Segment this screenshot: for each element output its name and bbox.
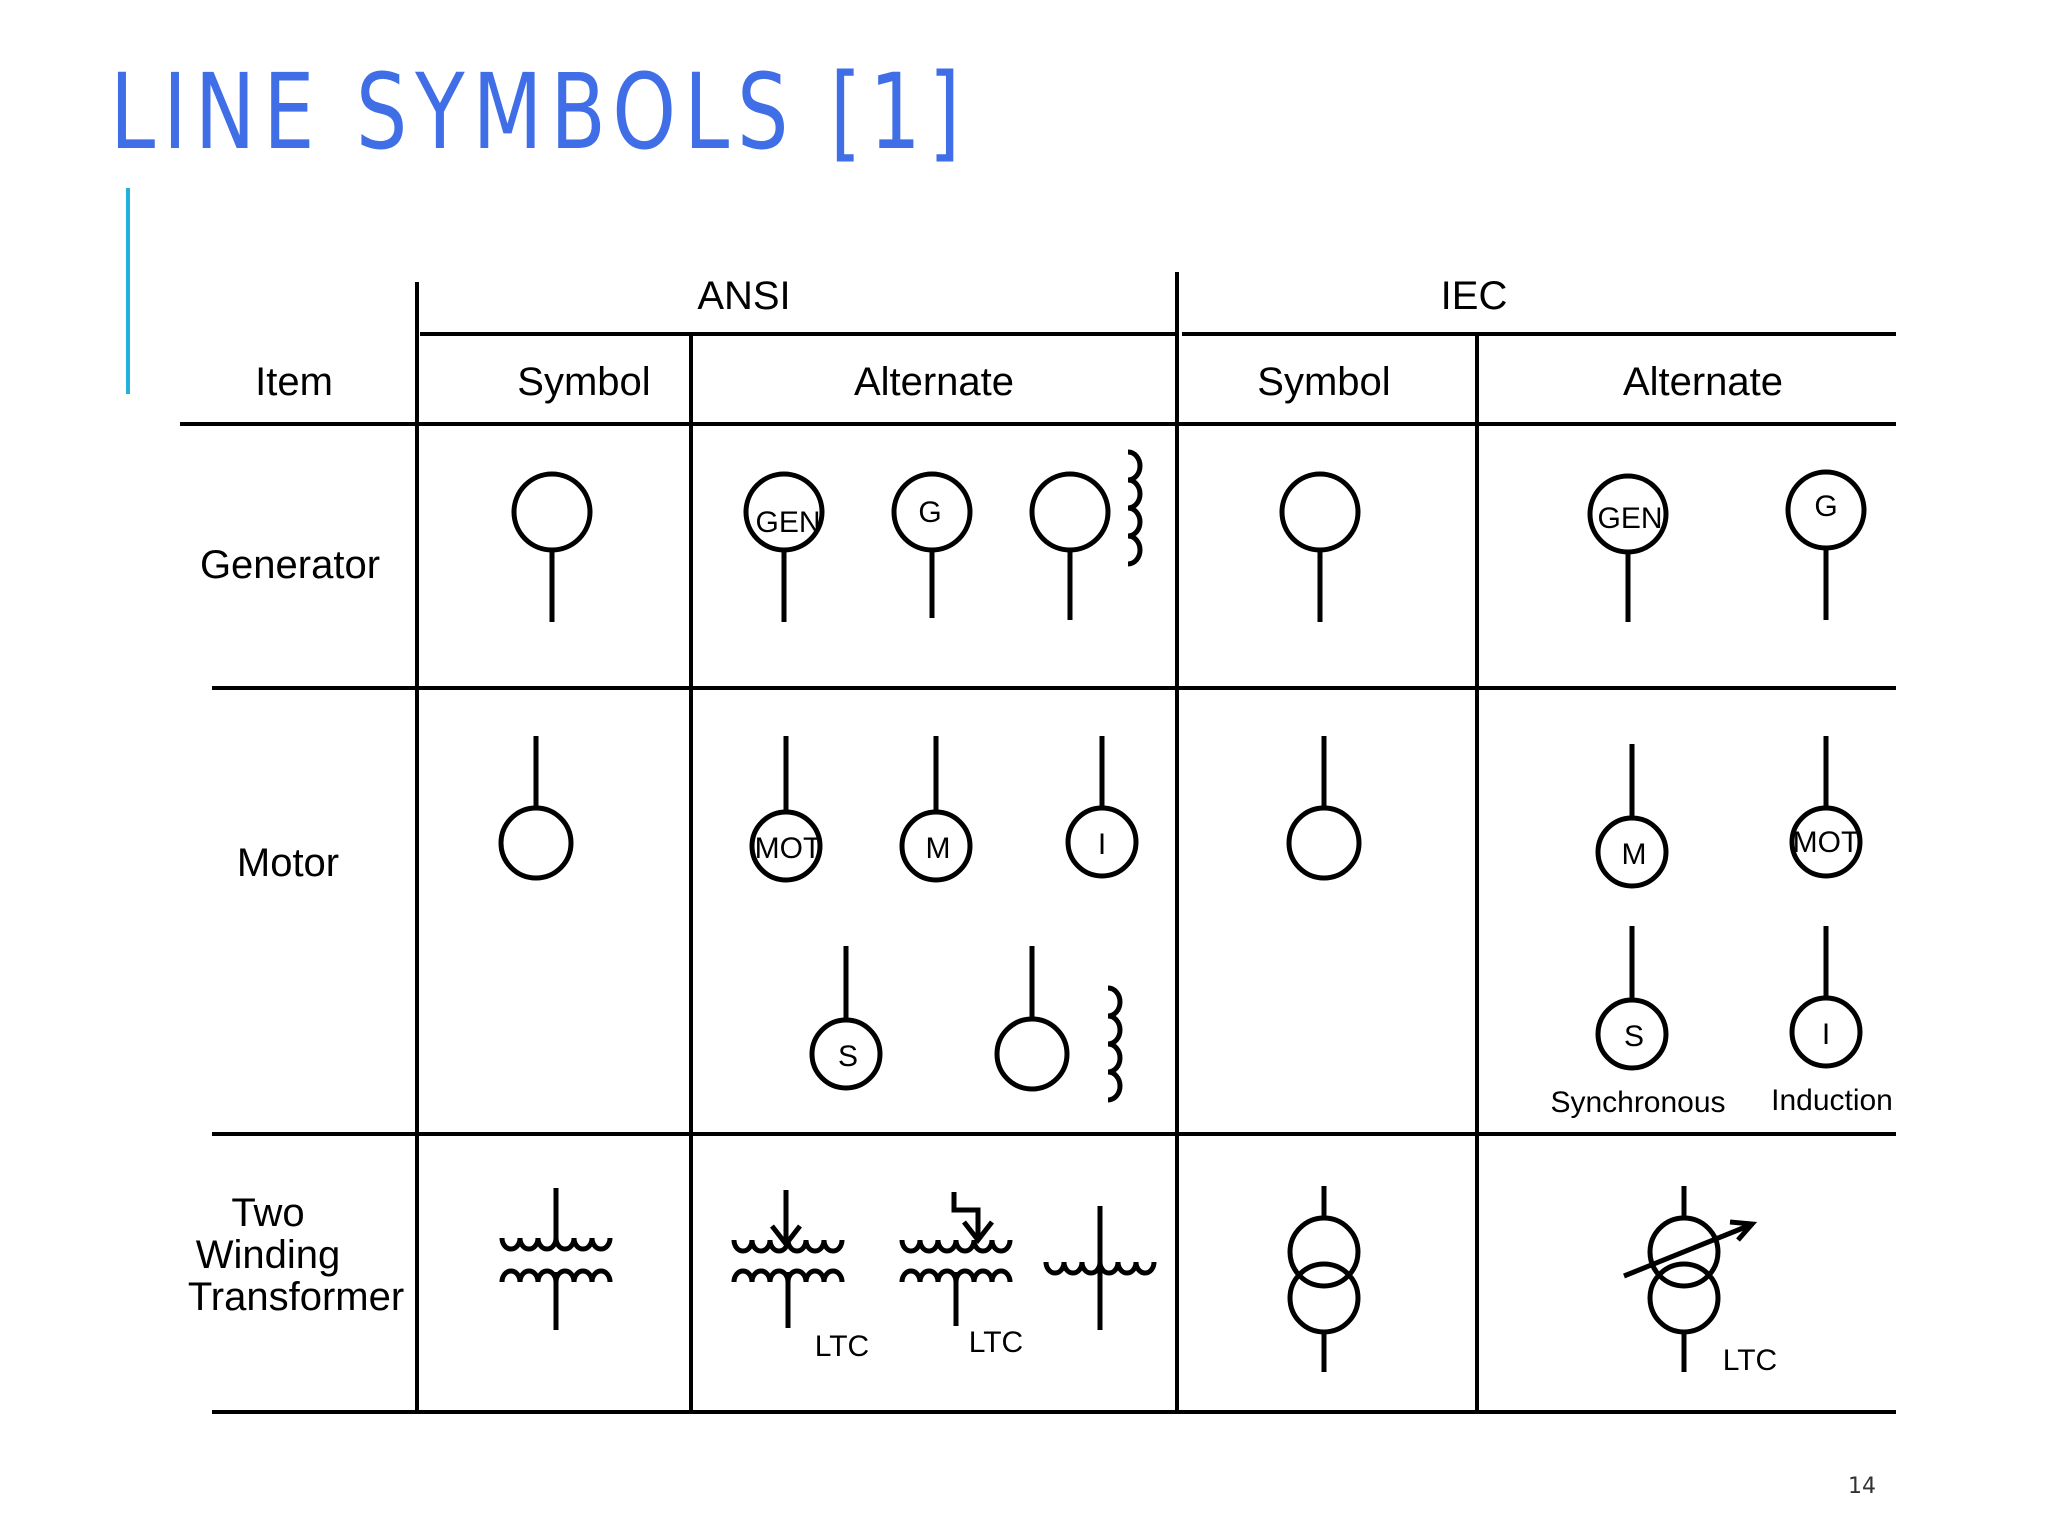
label-g-ansi: G xyxy=(918,496,941,529)
label-m-ansi: M xyxy=(926,832,951,865)
motor-iec-alt-m xyxy=(1595,744,1669,889)
motor-ansi-alt-i xyxy=(1065,736,1139,879)
generator-ansi-alt-gen xyxy=(743,471,825,622)
label-i-ansi: I xyxy=(1098,828,1106,861)
transformer-ansi-alt-ltc-2 xyxy=(899,1192,1013,1326)
item-column-header: Item xyxy=(255,360,333,404)
transformer-ansi-alt-single xyxy=(1043,1206,1157,1330)
row-label-generator: Generator xyxy=(200,543,380,587)
row-label-motor: Motor xyxy=(237,841,339,885)
row-label-transformer-line3: Transformer xyxy=(188,1275,404,1319)
generator-ansi-alt-coil xyxy=(1029,449,1143,620)
transformer-ansi-symbol xyxy=(499,1188,613,1330)
transformer-iec-alt-ltc xyxy=(1623,1186,1758,1372)
row-label-transformer-line1: Two xyxy=(231,1191,304,1235)
ansi-header: ANSI xyxy=(697,274,790,318)
motor-iec-alt-s xyxy=(1595,926,1669,1071)
motor-ansi-alt-mot xyxy=(749,736,823,883)
table-grid xyxy=(180,272,1896,1414)
label-synchronous: Synchronous xyxy=(1550,1086,1725,1119)
generator-ansi-symbol xyxy=(511,471,593,622)
motor-iec-alt-i xyxy=(1789,926,1863,1069)
transformer-iec-symbol xyxy=(1287,1186,1361,1372)
iec-alternate-column-header: Alternate xyxy=(1623,360,1783,404)
generator-ansi-alt-g xyxy=(891,471,973,618)
label-m-iec: M xyxy=(1622,838,1647,871)
label-gen-ansi: GEN xyxy=(755,506,820,539)
ansi-symbol-column-header: Symbol xyxy=(517,360,650,404)
ansi-alternate-column-header: Alternate xyxy=(854,360,1014,404)
accent-bar xyxy=(126,188,130,394)
motor-ansi-alt-coil xyxy=(994,946,1123,1103)
motor-ansi-alt-s xyxy=(809,946,883,1091)
slide-title: LINE SYMBOLS [1] xyxy=(110,51,969,173)
iec-symbol-column-header: Symbol xyxy=(1257,360,1390,404)
label-mot-ansi: MOT xyxy=(755,832,822,865)
label-induction: Induction xyxy=(1771,1084,1893,1117)
iec-header: IEC xyxy=(1441,274,1508,318)
label-g-iec: G xyxy=(1814,490,1837,523)
label-ltc-iec: LTC xyxy=(1723,1344,1777,1377)
motor-ansi-alt-m xyxy=(899,736,973,883)
label-i-iec: I xyxy=(1822,1018,1830,1051)
motor-iec-symbol xyxy=(1286,736,1362,881)
label-ltc-ansi-2: LTC xyxy=(969,1326,1023,1359)
page-number: 14 xyxy=(1848,1474,1876,1499)
generator-iec-symbol xyxy=(1279,471,1361,622)
generator-iec-alt-gen xyxy=(1587,473,1669,622)
label-s-ansi: S xyxy=(838,1040,858,1073)
label-gen-iec: GEN xyxy=(1597,502,1662,535)
motor-iec-alt-mot xyxy=(1789,736,1863,879)
label-s-iec: S xyxy=(1624,1020,1644,1053)
label-mot-iec: MOT xyxy=(1793,826,1860,859)
motor-ansi-symbol xyxy=(498,736,574,881)
generator-iec-alt-g xyxy=(1785,469,1867,620)
label-ltc-ansi-1: LTC xyxy=(815,1330,869,1363)
transformer-ansi-alt-ltc-1 xyxy=(731,1190,845,1328)
row-label-transformer-line2: Winding xyxy=(196,1233,341,1277)
